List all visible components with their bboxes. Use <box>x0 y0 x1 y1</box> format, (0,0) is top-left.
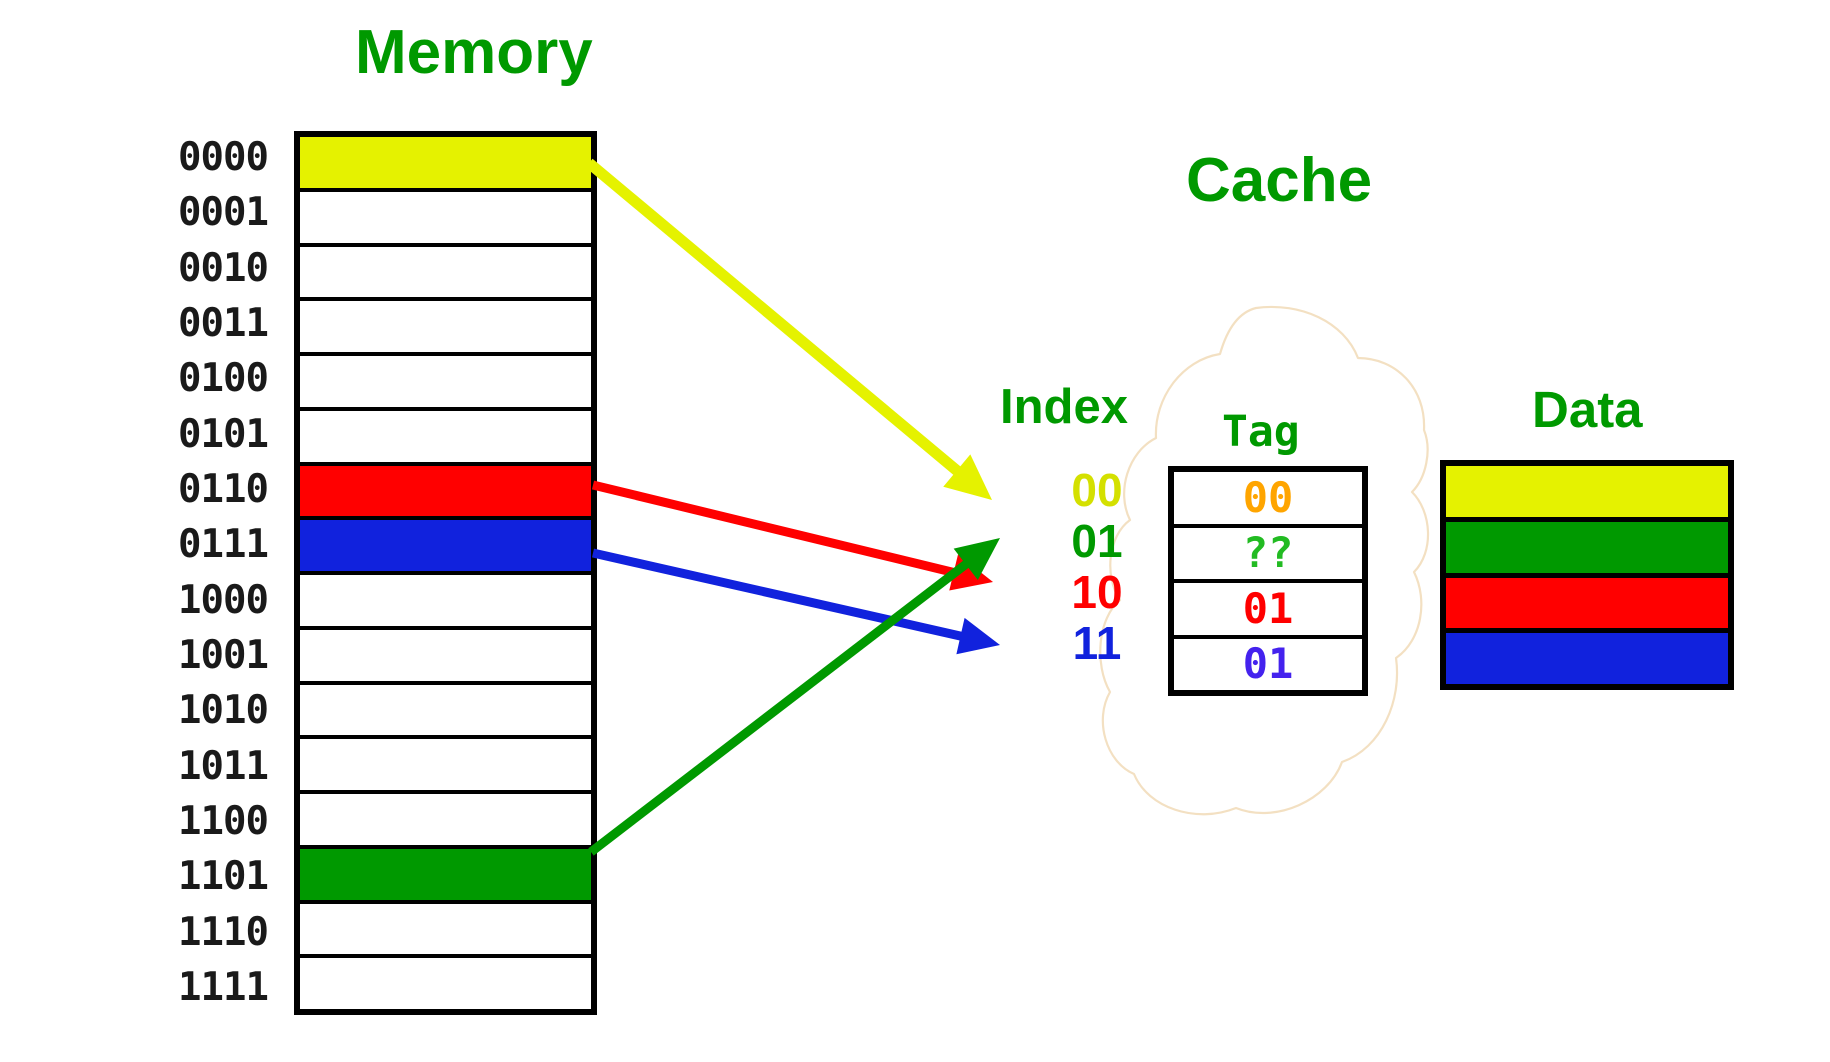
memory-address-label: 1101 <box>178 854 269 900</box>
memory-cell <box>300 684 591 740</box>
memory-address-label: 1010 <box>178 688 269 734</box>
memory-title: Memory <box>355 18 593 87</box>
memory-cell <box>300 301 591 356</box>
cache-data-cell <box>1446 521 1728 578</box>
memory-address-label: 1000 <box>178 577 269 623</box>
arrow-blue-0111-to-index-11-head <box>956 617 1000 655</box>
memory-cell <box>300 575 591 630</box>
memory-cell <box>300 520 591 575</box>
cache-tag-value: 00 <box>1174 472 1362 528</box>
arrow-red-0110-to-index-10-head <box>949 554 993 591</box>
cache-data-block <box>1440 460 1734 690</box>
memory-address-label: 1011 <box>178 743 269 789</box>
memory-address-label: 1111 <box>178 964 269 1010</box>
arrow-yellow-0000-to-index-00-shaft <box>585 158 965 479</box>
cache-index-value: 01 <box>1071 514 1123 567</box>
memory-address-label: 0001 <box>178 190 269 236</box>
arrow-red-0110-to-index-10-shaft <box>591 480 961 579</box>
memory-cell <box>300 246 591 302</box>
memory-cell <box>300 356 591 411</box>
memory-address-list: 0000 0001 0010 0011 0100 0101 0110 0111 1000 1001… <box>178 130 290 1015</box>
memory-cell <box>300 903 591 959</box>
memory-address-label: 0111 <box>178 522 269 568</box>
memory-address-label: 0011 <box>178 301 269 347</box>
memory-cell <box>300 739 591 794</box>
cache-index-value: 10 <box>1071 565 1123 618</box>
cache-data-cell <box>1446 633 1728 684</box>
memory-address-label: 1110 <box>178 909 269 955</box>
memory-address-label: 0000 <box>178 135 269 181</box>
tag-column-title: Tag <box>1222 407 1300 457</box>
cache-tag-value: ?? <box>1174 527 1362 583</box>
cache-tag-value: 01 <box>1174 583 1362 639</box>
memory-address-label: 0100 <box>178 356 269 402</box>
memory-cell <box>300 191 591 247</box>
cache-tag-value: 01 <box>1174 638 1362 690</box>
cache-index-value: 11 <box>1072 616 1122 669</box>
index-column-title: Index <box>1000 380 1128 434</box>
memory-cell <box>300 848 591 904</box>
memory-address-label: 0101 <box>178 411 269 457</box>
memory-cell <box>300 794 591 849</box>
arrow-blue-0111-to-index-11-shaft <box>592 548 968 642</box>
cache-data-cell <box>1446 466 1728 522</box>
memory-cell <box>300 410 591 466</box>
cache-index-value: 00 <box>1071 463 1123 516</box>
memory-cell <box>300 137 591 192</box>
memory-cell <box>300 958 591 1009</box>
memory-address-label: 0010 <box>178 245 269 291</box>
memory-cell <box>300 465 591 521</box>
arrow-yellow-0000-to-index-00-head <box>943 454 992 500</box>
cache-title: Cache <box>1186 146 1373 215</box>
memory-cell <box>300 629 591 685</box>
arrow-green-1101-to-index-01-head <box>953 538 1000 581</box>
arrow-green-1101-to-index-01-shaft <box>588 557 974 856</box>
memory-address-label: 1001 <box>178 632 269 678</box>
memory-address-label: 1100 <box>178 798 269 844</box>
memory-address-label: 0110 <box>178 467 269 513</box>
cache-data-cell <box>1446 577 1728 634</box>
memory-block <box>294 131 597 1015</box>
data-column-title: Data <box>1532 381 1643 438</box>
